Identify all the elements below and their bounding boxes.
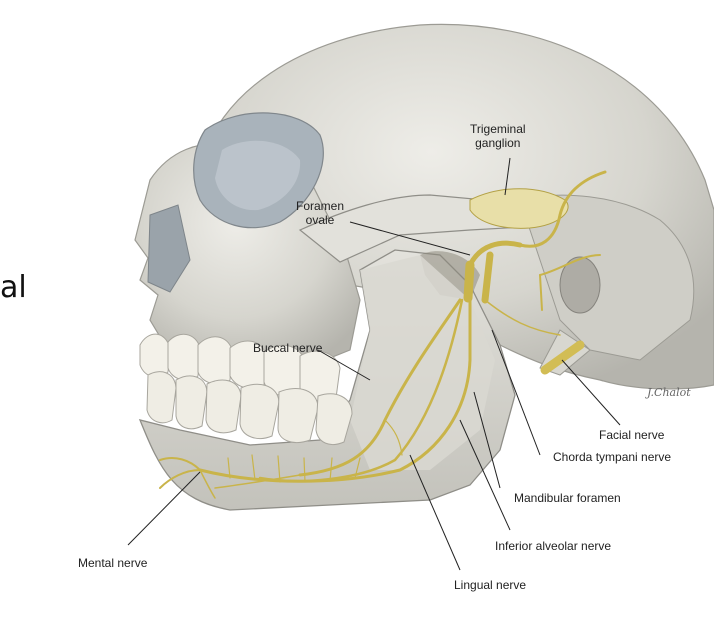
- leader-buccal: [317, 349, 371, 381]
- leader-trigeminal: [504, 157, 511, 196]
- nerves: [159, 170, 607, 499]
- upper-teeth: [139, 333, 341, 402]
- label-facial-nerve: Facial nerve: [599, 428, 665, 442]
- label-inferior-alveolar-nerve: Inferior alveolar nerve: [495, 539, 612, 553]
- label-mandibular-foramen: Mandibular foramen: [514, 491, 621, 505]
- label-buccal-nerve: Buccal nerve: [253, 341, 323, 355]
- label-trigeminal-ganglion: Trigeminal ganglion: [470, 122, 526, 150]
- leader-mental: [127, 471, 201, 546]
- leader-facial: [561, 359, 621, 426]
- leader-lines: [127, 157, 621, 571]
- label-lingual-nerve: Lingual nerve: [454, 578, 527, 592]
- lower-teeth: [146, 371, 353, 445]
- leader-mandibular-foramen: [473, 391, 501, 489]
- nasal-aperture: [147, 204, 191, 293]
- leader-chorda: [491, 329, 541, 456]
- leader-lingual: [409, 454, 461, 571]
- label-foramen-ovale: Foramen ovale: [296, 199, 345, 227]
- edge-text-fragment: al: [0, 270, 27, 305]
- label-chorda-tympani-nerve: Chorda tympani nerve: [553, 450, 672, 464]
- label-mental-nerve: Mental nerve: [78, 556, 148, 570]
- ear-canal: [559, 256, 601, 314]
- leader-foramen-ovale: [349, 221, 471, 256]
- artist-signature: J.Chalot: [647, 386, 691, 399]
- temporal-region: [519, 194, 695, 361]
- leader-inferior-alveolar: [459, 419, 511, 531]
